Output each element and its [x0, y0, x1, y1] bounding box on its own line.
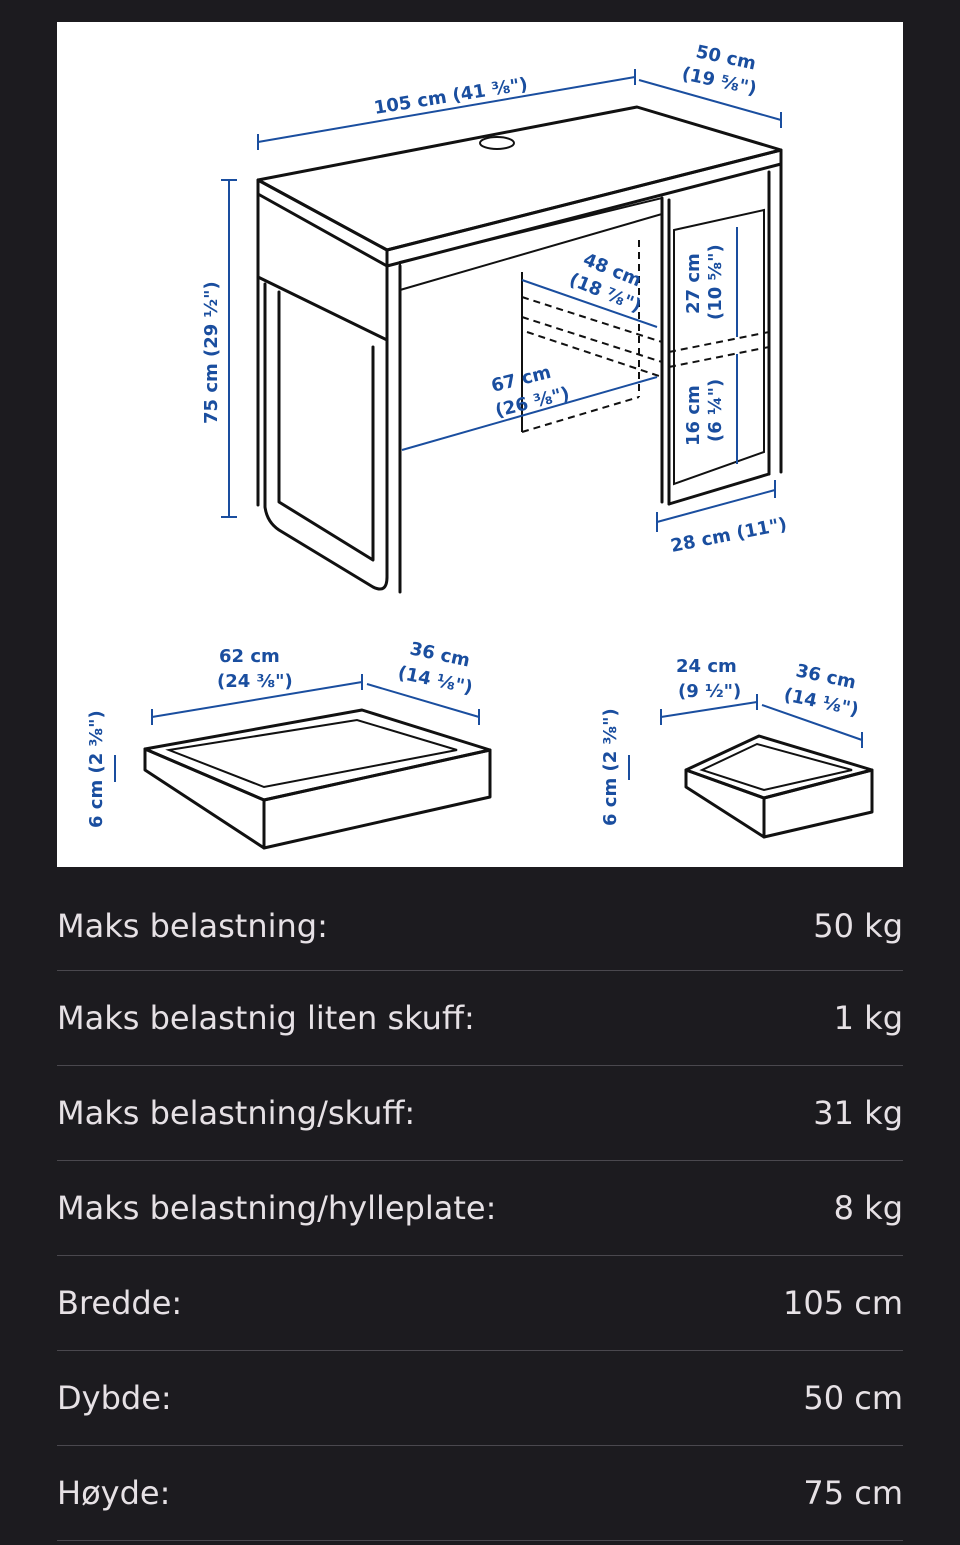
dim-big-drawer-width-label-2: (24 ⅜"): [217, 671, 293, 692]
spec-row-max-load-drawer: Maks belastning/skuff: 31 kg: [57, 1066, 903, 1161]
desk-dimension-svg: 105 cm (41 ⅜") 50 cm (19 ⅝") 75 cm (29 ½…: [86, 41, 874, 850]
spec-value: 8 kg: [833, 1189, 903, 1227]
specs-list: Maks belastning: 50 kg Maks belastnig li…: [57, 882, 903, 1541]
spec-row-height: Høyde: 75 cm: [57, 1446, 903, 1541]
dim-height-label: 75 cm (29 ½"): [201, 281, 222, 424]
dim-cabinet-width-label: 28 cm (11"): [669, 514, 789, 557]
dim-big-drawer-width-label-1: 62 cm: [219, 646, 280, 667]
dim-width-label: 105 cm (41 ⅜"): [372, 74, 529, 119]
desk-drawing: [221, 69, 783, 594]
spec-row-max-load-small-drawer: Maks belastnig liten skuff: 1 kg: [57, 971, 903, 1066]
spec-label: Maks belastnig liten skuff:: [57, 999, 475, 1037]
dim-upper-space-label-1: 27 cm: [683, 253, 704, 314]
spec-value: 31 kg: [813, 1094, 903, 1132]
small-drawer-drawing: [628, 694, 874, 839]
spec-label: Maks belastning/skuff:: [57, 1094, 416, 1132]
spec-label: Høyde:: [57, 1474, 171, 1512]
spec-row-max-load-shelf: Maks belastning/hylleplate: 8 kg: [57, 1161, 903, 1256]
dim-small-drawer-height-label: 6 cm (2 ⅜"): [600, 708, 621, 826]
spec-value: 105 cm: [782, 1284, 903, 1322]
spec-value: 75 cm: [803, 1474, 903, 1512]
spec-value: 50 kg: [813, 907, 903, 945]
spec-label: Maks belastning:: [57, 907, 328, 945]
product-dimension-diagram: 105 cm (41 ⅜") 50 cm (19 ⅝") 75 cm (29 ½…: [57, 22, 903, 867]
spec-label: Dybde:: [57, 1379, 172, 1417]
dim-upper-space-label-2: (10 ⅝"): [705, 244, 726, 320]
spec-label: Bredde:: [57, 1284, 183, 1322]
spec-label: Maks belastning/hylleplate:: [57, 1189, 497, 1227]
dim-small-drawer-width-label-1: 24 cm: [676, 656, 737, 677]
spec-value: 1 kg: [833, 999, 903, 1037]
dim-lower-space-label-1: 16 cm: [683, 385, 704, 446]
big-drawer-drawing: [114, 674, 492, 850]
dim-big-drawer-height-label: 6 cm (2 ⅜"): [86, 710, 107, 828]
spec-value: 50 cm: [803, 1379, 903, 1417]
dim-small-drawer-width-label-2: (9 ½"): [678, 681, 741, 702]
spec-row-depth: Dybde: 50 cm: [57, 1351, 903, 1446]
spec-row-max-load: Maks belastning: 50 kg: [57, 882, 903, 971]
spec-row-width: Bredde: 105 cm: [57, 1256, 903, 1351]
dim-lower-space-label-2: (6 ¼"): [705, 379, 726, 442]
